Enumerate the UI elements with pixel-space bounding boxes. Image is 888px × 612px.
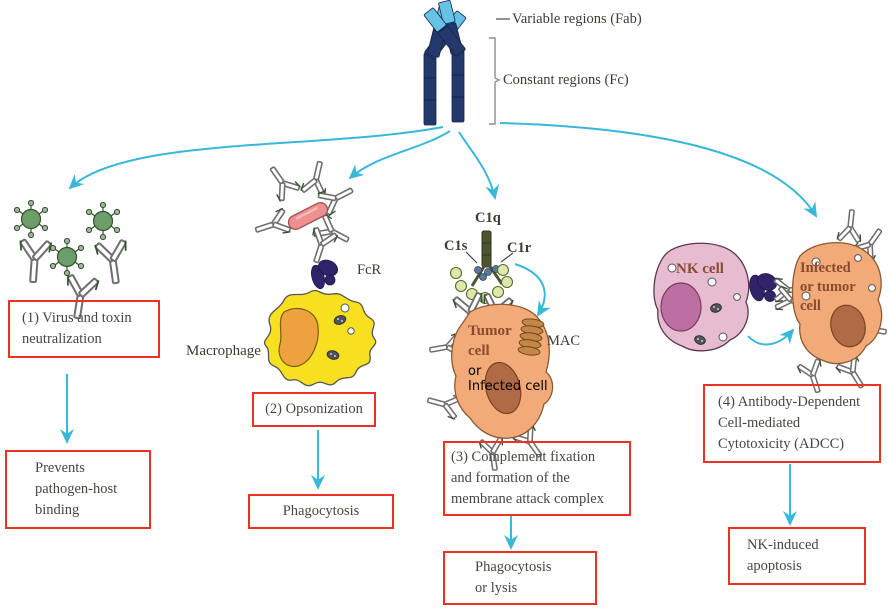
macrophage-cell bbox=[263, 289, 377, 387]
antibody-outline-icon bbox=[89, 236, 137, 287]
fanout-arrows bbox=[68, 122, 818, 218]
c1q-label: C1q bbox=[475, 210, 501, 226]
adcc-box: (4) Antibody-Dependent Cell-mediated Cyt… bbox=[703, 384, 881, 464]
antibody-outline-icon bbox=[12, 236, 57, 285]
c1s-label: C1s bbox=[444, 238, 468, 254]
macrophage-label: Macrophage bbox=[186, 343, 261, 359]
infected-tumor-cell bbox=[772, 207, 888, 398]
antibody-icon bbox=[423, 0, 467, 126]
fc-label: Constant regions (Fc) bbox=[503, 72, 629, 88]
nk-cell-nucleus bbox=[660, 282, 702, 332]
macrophage-nucleus bbox=[278, 307, 319, 368]
antibody-outline-icon bbox=[258, 158, 306, 206]
granule-icon bbox=[694, 303, 722, 345]
or-overlay-label: or bbox=[468, 364, 482, 379]
tumor-cell-label: Tumor cell bbox=[468, 323, 512, 359]
opsonized-bacterium-group bbox=[250, 157, 360, 268]
virus-icon bbox=[85, 201, 121, 241]
opsonization-box: (2) Opsonization bbox=[252, 392, 376, 428]
phagocytosis-lysis-box: Phagocytosis or lysis bbox=[443, 551, 597, 606]
nk-apoptosis-box: NK-induced apoptosis bbox=[728, 527, 866, 586]
infected-or-tumor-label: Infected or tumor cell bbox=[800, 260, 856, 314]
mac-complex-icon bbox=[517, 318, 545, 356]
fc-bracket bbox=[489, 37, 501, 125]
prevents-binding-box: Prevents pathogen-host binding bbox=[5, 450, 151, 530]
virus-neutralization-box: (1) Virus and toxin neutralization bbox=[8, 300, 160, 359]
mac-label: MAC bbox=[547, 333, 581, 349]
complement-fixation-box: (3) Complement fixation and formation of… bbox=[443, 441, 631, 517]
fab-label: Variable regions (Fab) bbox=[512, 11, 642, 27]
tumor-cell-nucleus bbox=[484, 361, 522, 415]
virus-icon bbox=[49, 237, 85, 277]
infected-cell-nucleus bbox=[830, 304, 866, 348]
c1q-to-mac-arrow bbox=[514, 263, 551, 317]
antibody-outline-icon bbox=[833, 207, 868, 245]
antibody-outline-icon bbox=[296, 157, 336, 200]
bacterium-icon bbox=[287, 201, 329, 231]
infected-cell-overlay-label: Infected cell bbox=[468, 379, 548, 394]
nk-receptor-icon bbox=[749, 273, 778, 302]
organelle-icon bbox=[326, 315, 347, 360]
fcr-label: FcR bbox=[357, 262, 382, 278]
tumor-cell bbox=[423, 303, 554, 473]
phagocytosis-box: Phagocytosis bbox=[248, 494, 394, 530]
antibody-outline-icon bbox=[250, 203, 295, 246]
nk-attack-arrow bbox=[747, 328, 795, 346]
virus-icon bbox=[13, 199, 49, 239]
nk-cell-label: NK cell bbox=[676, 261, 724, 277]
c1r-label: C1r bbox=[507, 240, 532, 256]
fcr-receptor-icon bbox=[311, 259, 339, 290]
nk-cell bbox=[653, 242, 750, 352]
